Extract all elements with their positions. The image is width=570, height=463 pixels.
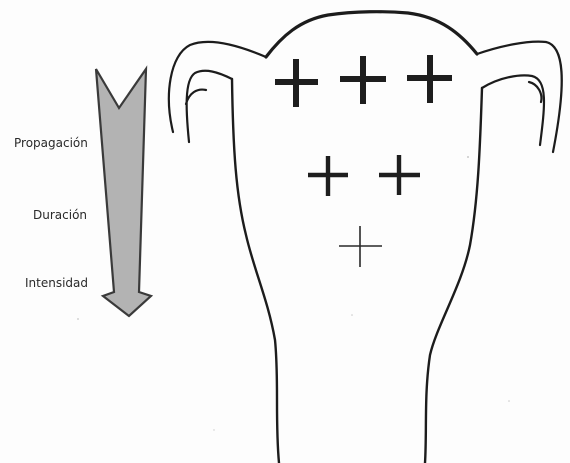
- plus-sign: [340, 56, 386, 104]
- label-duration: Duración: [33, 208, 87, 222]
- label-intensity: Intensidad: [25, 276, 88, 290]
- uterus-left-wall: [232, 79, 279, 463]
- gradient-arrow: [96, 69, 151, 316]
- fundus-plus-row: [275, 55, 452, 107]
- plus-sign: [308, 156, 348, 196]
- uterus-right-wall: [425, 88, 482, 463]
- left-fallopian-tube: [169, 42, 266, 142]
- plus-sign: [407, 55, 452, 103]
- plus-sign: [275, 59, 318, 107]
- middle-plus-row: [308, 155, 420, 196]
- right-fallopian-tube: [477, 42, 562, 152]
- label-propagation: Propagación: [14, 136, 88, 150]
- uterus-fundus: [266, 12, 477, 57]
- plus-sign: [339, 226, 382, 267]
- plus-sign: [379, 155, 420, 195]
- lower-plus-row: [339, 226, 382, 267]
